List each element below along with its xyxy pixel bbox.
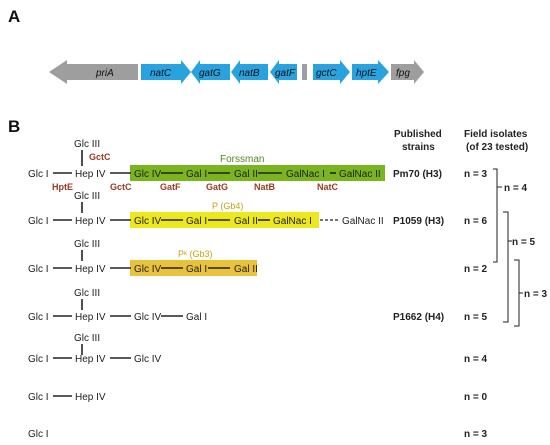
- strain-pm70: Pm70 (H3): [393, 169, 442, 180]
- enzyme-gctc-branch: GctC: [89, 152, 111, 162]
- gene-cluster: priA natC gatG natB gatF gctC hptE fpg: [49, 60, 424, 84]
- core-glc1: Glc I: [28, 216, 49, 227]
- core-hep4: Hep IV: [75, 169, 106, 180]
- ext-glc4: Glc IV: [134, 169, 162, 180]
- gene-gctC: [313, 60, 350, 84]
- count-row5: n = 4: [464, 354, 488, 365]
- core-glc1: Glc I: [28, 429, 49, 440]
- enzyme-hpte: HptE: [52, 182, 73, 192]
- strain-p1059: P1059 (H3): [393, 216, 444, 227]
- bracket-n5-label: n = 5: [512, 237, 536, 248]
- row-pk-gb3: Pᵏ (Gb3) Glc III Glc I Hep IV Glc IV Gal…: [28, 239, 488, 276]
- core-hep4: Hep IV: [75, 312, 106, 323]
- brackets: n = 4 n = 5 n = 3: [493, 168, 548, 327]
- branch-glc3: Glc III: [74, 333, 100, 344]
- header-published-line2: strains: [402, 142, 435, 153]
- core-hep4: Hep IV: [75, 354, 106, 365]
- row-7: Glc I n = 3: [28, 429, 488, 440]
- enzyme-gctc: GctC: [110, 182, 132, 192]
- ext-gal2: Gal II: [234, 264, 258, 275]
- panel-b-label: B: [8, 117, 20, 136]
- core-glc1: Glc I: [28, 169, 49, 180]
- core-hep4: Hep IV: [75, 216, 106, 227]
- bracket-n3-label: n = 3: [524, 289, 548, 300]
- ext-galnac2-dashed: GalNac II: [342, 216, 384, 227]
- gene-hptE: [352, 60, 389, 84]
- count-row7: n = 3: [464, 429, 488, 440]
- ext-galnac1: GalNac I: [273, 216, 312, 227]
- ext-gal2: Gal II: [234, 169, 258, 180]
- enzyme-gatf: GatF: [160, 182, 181, 192]
- bracket-n5: [503, 211, 509, 323]
- enzyme-natb: NatB: [254, 182, 276, 192]
- gene-gatG: [191, 60, 230, 84]
- core-glc1: Glc I: [28, 392, 49, 403]
- gene-natB: [231, 60, 268, 84]
- gene-priA: [49, 60, 138, 84]
- ext-gal1: Gal I: [186, 216, 207, 227]
- count-row6: n = 0: [464, 392, 488, 403]
- gene-gatG-label: gatG: [199, 68, 221, 79]
- branch-glc3: Glc III: [74, 139, 100, 150]
- core-hep4: Hep IV: [75, 264, 106, 275]
- ext-gal1: Gal I: [186, 264, 207, 275]
- ext-glc4: Glc IV: [134, 216, 162, 227]
- branch-glc3: Glc III: [74, 288, 100, 299]
- forssman-label: Forssman: [220, 154, 264, 165]
- ext-galnac1: GalNac I: [286, 169, 325, 180]
- core-glc1: Glc I: [28, 312, 49, 323]
- row-forssman: Forssman Glc III GctC Glc I Hep IV Glc I…: [28, 139, 488, 192]
- branch-glc3: Glc III: [74, 191, 100, 202]
- gene-hptE-label: hptE: [356, 68, 377, 79]
- core-glc1: Glc I: [28, 264, 49, 275]
- strain-p1662: P1662 (H4): [393, 312, 444, 323]
- gene-gatF-label: gatF: [275, 68, 296, 79]
- panel-a-label: A: [8, 7, 20, 26]
- gene-natB-label: natB: [239, 68, 260, 79]
- ext-galnac2: GalNac II: [339, 169, 381, 180]
- count-row1: n = 3: [464, 169, 488, 180]
- gene-priA-label: priA: [95, 68, 114, 79]
- enzyme-gatg: GatG: [206, 182, 228, 192]
- gene-spacer: [302, 64, 307, 80]
- bracket-n4: [493, 168, 498, 263]
- core-hep4: Hep IV: [75, 392, 106, 403]
- gene-natC-label: natC: [150, 68, 172, 79]
- count-row2: n = 6: [464, 216, 488, 227]
- header-field-line2: (of 23 tested): [466, 142, 528, 153]
- ext-gal1: Gal I: [186, 312, 207, 323]
- p-gb4-label: P (Gb4): [212, 201, 243, 211]
- forssman-box: [130, 165, 385, 181]
- gene-fpg-label: fpg: [396, 68, 410, 79]
- enzyme-natc: NatC: [317, 182, 339, 192]
- row-6: Glc I Hep IV n = 0: [28, 392, 488, 403]
- bracket-n3: [514, 259, 520, 327]
- bracket-n4-label: n = 4: [504, 183, 528, 194]
- row-p-gb4: P (Gb4) Glc III Glc I Hep IV Glc IV Gal …: [28, 191, 488, 228]
- pk-gb3-label: Pᵏ (Gb3): [178, 249, 213, 259]
- gene-gctC-label: gctC: [316, 68, 337, 79]
- row-5: Glc III Glc I Hep IV Glc IV n = 4: [28, 333, 488, 365]
- core-glc1: Glc I: [28, 354, 49, 365]
- ext-glc4: Glc IV: [134, 312, 162, 323]
- header-published-line1: Published: [394, 129, 442, 140]
- ext-gal2: Gal II: [234, 216, 258, 227]
- ext-glc4: Glc IV: [134, 264, 162, 275]
- pk-gb3-box: [130, 260, 257, 276]
- count-row4: n = 5: [464, 312, 488, 323]
- row-4: Glc III Glc I Hep IV Glc IV Gal I P1662 …: [28, 288, 488, 323]
- count-row3: n = 2: [464, 264, 488, 275]
- header-field-line1: Field isolates: [464, 129, 528, 140]
- ext-glc4: Glc IV: [134, 354, 162, 365]
- gene-gatF: [270, 60, 297, 84]
- ext-gal1: Gal I: [186, 169, 207, 180]
- gene-fpg: [391, 60, 424, 84]
- gene-natC: [141, 60, 191, 84]
- branch-glc3: Glc III: [74, 239, 100, 250]
